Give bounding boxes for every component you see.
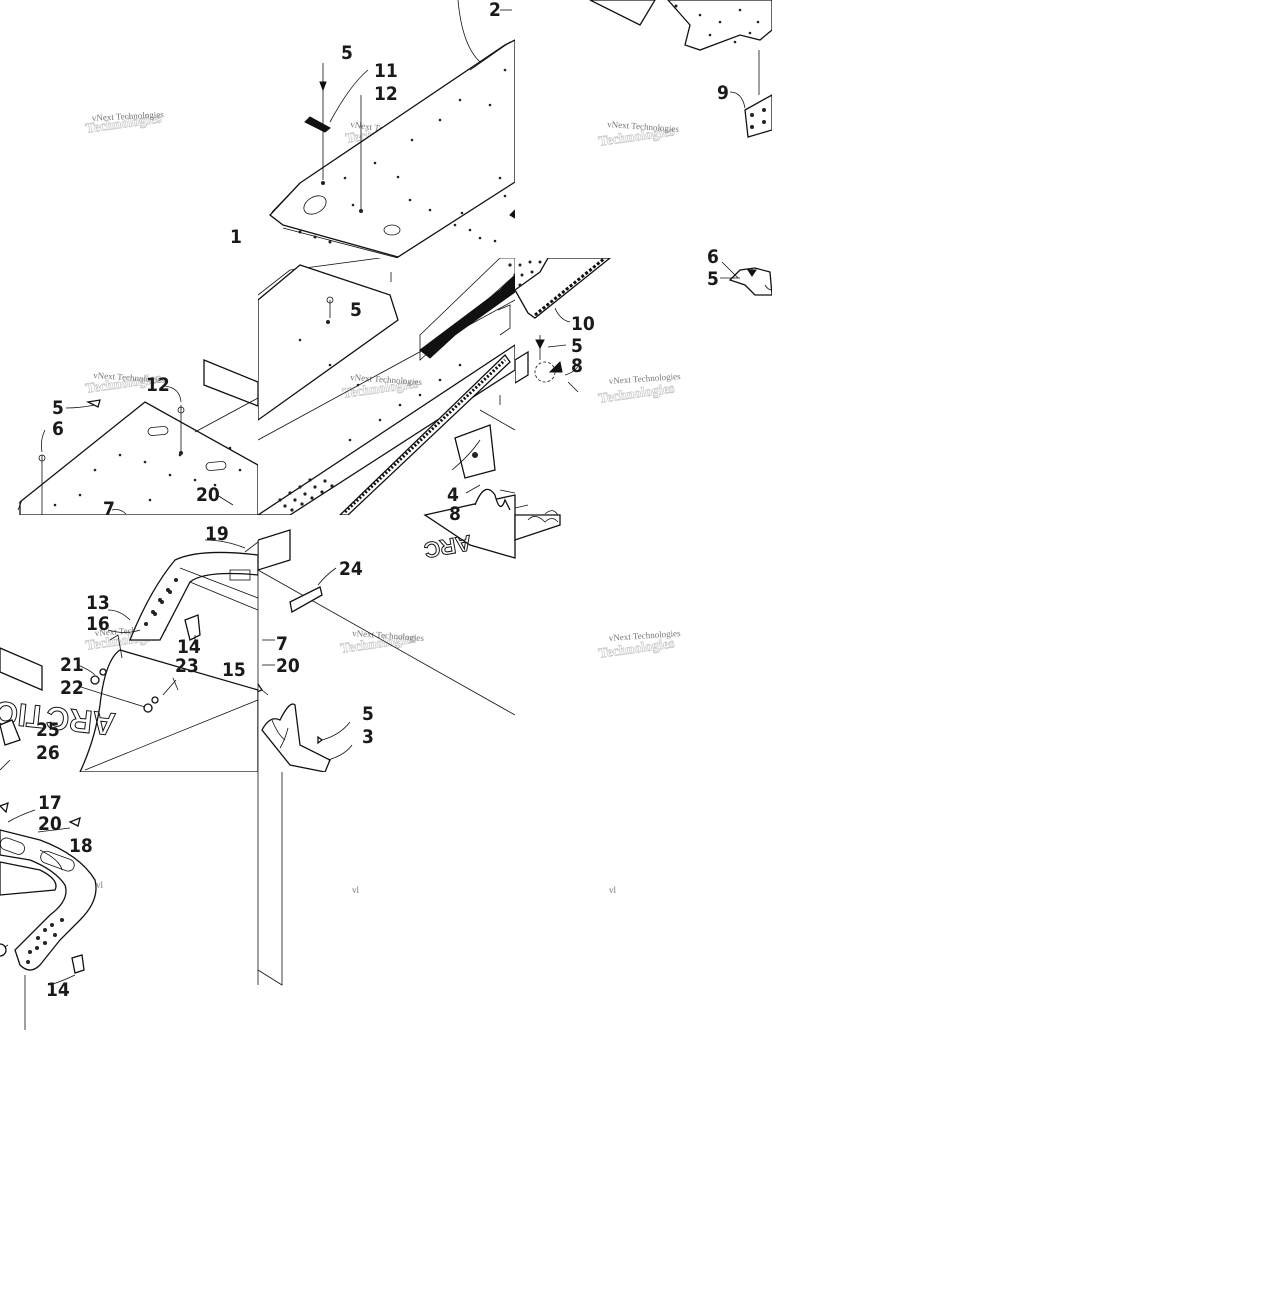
callout-17: 17 xyxy=(38,792,62,814)
tunnel-top-assembly: 2 5 11 12 xyxy=(269,0,515,258)
callout-14: 14 xyxy=(177,636,201,658)
bolt-17 xyxy=(0,801,9,814)
snowflap-assembly: ARC 4 8 24 7 20 5 3 xyxy=(258,424,561,772)
rear-bumper-tube xyxy=(129,551,258,641)
callout-1: 1 xyxy=(230,226,242,248)
watermark-fragment: vl xyxy=(352,885,360,895)
bracket-plate xyxy=(515,350,529,384)
callout-5: 5 xyxy=(707,268,719,290)
bumper-inner xyxy=(0,861,57,896)
callout-5: 5 xyxy=(362,703,374,725)
callout-23: 23 xyxy=(175,655,199,677)
callout-6: 6 xyxy=(707,246,719,268)
tunnel-end xyxy=(258,529,291,571)
callout-22: 22 xyxy=(60,677,84,699)
screw-5 xyxy=(317,735,324,745)
callout-3: 3 xyxy=(362,726,374,748)
callout-20: 20 xyxy=(276,655,300,677)
watermark-fragment: vl xyxy=(609,885,617,895)
plate-9 xyxy=(744,94,772,138)
clamp-14 xyxy=(184,614,201,641)
callout-9: 9 xyxy=(717,82,729,104)
callout-20: 20 xyxy=(196,484,220,506)
clip-5 xyxy=(85,399,101,408)
tunnel-mid-assembly: 5 xyxy=(258,258,515,515)
callout-6: 6 xyxy=(52,418,64,440)
callout-8: 8 xyxy=(571,355,583,377)
rear-panel-assembly: 9 xyxy=(589,0,772,138)
decal-outline xyxy=(419,258,515,361)
rubber-strip xyxy=(304,116,331,133)
callout-16: 16 xyxy=(86,613,110,635)
callout-5: 5 xyxy=(571,335,583,357)
callout-18: 18 xyxy=(69,835,93,857)
clip-bracket xyxy=(474,488,511,511)
callout-26: 26 xyxy=(36,742,60,764)
rear-panel-fragment xyxy=(728,267,772,296)
callout-20: 20 xyxy=(38,813,62,835)
left-pan-assembly: 1 5 6 12 20 7 xyxy=(17,226,258,520)
callout-21: 21 xyxy=(60,654,84,676)
callout-15: 15 xyxy=(222,659,246,681)
callout-11: 11 xyxy=(374,60,398,82)
callout-24: 24 xyxy=(339,558,363,580)
callout-12: 12 xyxy=(374,83,398,105)
flap-lettering: ARC xyxy=(422,530,473,563)
watermark-fragment: vl xyxy=(96,880,104,890)
watermark: vNext Technologies xyxy=(92,109,165,123)
clamp-14b xyxy=(71,954,85,974)
callout-2: 2 xyxy=(489,0,501,21)
callout-5: 5 xyxy=(52,397,64,419)
callout-8: 8 xyxy=(449,503,461,525)
bumper-end xyxy=(0,829,97,971)
decal-25 xyxy=(0,647,43,691)
bolt-20 xyxy=(68,816,81,827)
callout-7: 7 xyxy=(103,498,115,520)
callout-12: 5 xyxy=(350,299,362,321)
reflector-24 xyxy=(289,586,323,614)
flap-hardware-25 xyxy=(0,719,21,746)
bumper-flap xyxy=(79,649,258,772)
panel-edge xyxy=(589,0,656,26)
callout-13: 13 xyxy=(86,592,110,614)
rail-hardware-assembly: 10 5 8 6 5 xyxy=(515,246,772,515)
tunnel-pan-7 xyxy=(19,401,258,515)
callout-5: 5 xyxy=(341,42,353,64)
seat-pan-plate-lower xyxy=(258,264,399,421)
callout-14: 14 xyxy=(46,979,70,1001)
callout-10: 10 xyxy=(571,313,595,335)
flap-edge xyxy=(514,514,561,541)
rear-bumper-panel xyxy=(667,0,772,51)
callout-7: 7 xyxy=(276,633,288,655)
panel-strip xyxy=(203,359,258,407)
callout-4: 4 xyxy=(447,484,459,506)
callout-25: 25 xyxy=(36,719,60,741)
bracket-3 xyxy=(261,703,331,772)
bumper-assembly: ARCTIC CAT 19 13 16 14 21 23 xyxy=(0,523,283,986)
callout-12: 12 xyxy=(146,374,170,396)
decal-stripe xyxy=(419,274,515,359)
mount-plate xyxy=(454,424,496,479)
tunnel-side xyxy=(258,344,515,515)
callout-19: 19 xyxy=(205,523,229,545)
bumper-end-assembly: 17 20 18 14 xyxy=(0,792,97,1030)
